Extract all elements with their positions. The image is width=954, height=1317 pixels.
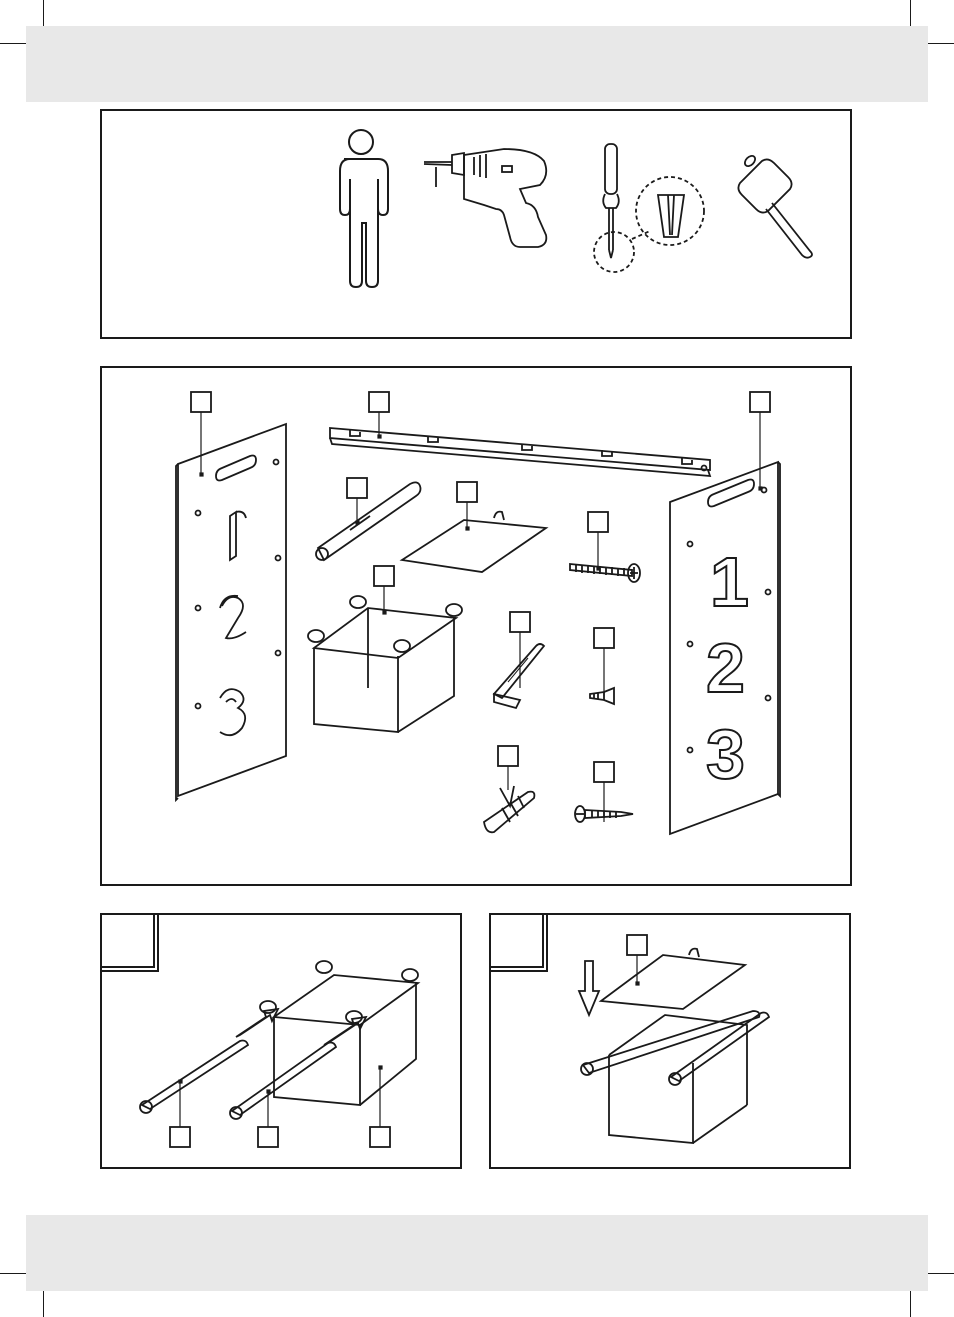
parts-panel: 1 2 3 bbox=[100, 366, 852, 886]
svg-text:1: 1 bbox=[710, 543, 749, 621]
wood-screw-icon bbox=[574, 805, 634, 823]
angle-bracket-icon bbox=[492, 643, 546, 710]
panel-number-3: 3 bbox=[705, 714, 746, 794]
part-label-box bbox=[169, 1126, 191, 1148]
base-board-icon bbox=[598, 947, 748, 1010]
short-screw-icon bbox=[589, 686, 615, 706]
step-number-frame bbox=[102, 915, 155, 968]
tools-panel bbox=[100, 109, 852, 339]
rod-icon bbox=[580, 1010, 761, 1076]
svg-text:2: 2 bbox=[706, 629, 745, 707]
fabric-box-icon bbox=[307, 595, 463, 733]
panel-number-1: 1 bbox=[709, 542, 750, 622]
step-a-panel bbox=[100, 913, 462, 1169]
down-arrow-icon bbox=[577, 960, 601, 1018]
phillips-screwdriver-icon bbox=[593, 143, 705, 273]
crop-mark bbox=[928, 43, 954, 44]
drill-icon bbox=[423, 148, 548, 248]
crop-mark bbox=[0, 43, 26, 44]
crop-mark bbox=[0, 1273, 26, 1274]
leader-lines bbox=[178, 1065, 383, 1127]
part-label-box bbox=[369, 1126, 391, 1148]
rod-icon bbox=[315, 481, 422, 562]
arrow-icon bbox=[235, 1007, 368, 1046]
part-label-box bbox=[257, 1126, 279, 1148]
crop-mark bbox=[928, 1273, 954, 1274]
crop-mark bbox=[910, 1291, 911, 1317]
rod-icon bbox=[139, 1039, 250, 1114]
hammer-icon bbox=[737, 155, 813, 259]
rod-icon bbox=[229, 1041, 338, 1120]
side-panel-numbered-icon bbox=[669, 460, 781, 836]
panel-number-2: 2 bbox=[705, 628, 746, 708]
step-b-panel bbox=[489, 913, 851, 1169]
wall-plug-icon bbox=[483, 785, 536, 834]
crop-mark bbox=[43, 0, 44, 26]
leader-lines bbox=[635, 955, 640, 986]
long-screw-icon bbox=[569, 563, 641, 583]
side-panel-icon bbox=[175, 422, 287, 803]
footer-band bbox=[26, 1215, 928, 1291]
rod-icon bbox=[668, 1011, 771, 1086]
person-icon bbox=[339, 129, 389, 289]
crossbar-icon bbox=[329, 427, 712, 478]
base-board-icon bbox=[399, 510, 549, 573]
header-band bbox=[26, 26, 928, 102]
crop-mark bbox=[43, 1291, 44, 1317]
part-label-box bbox=[626, 934, 648, 956]
crop-mark bbox=[910, 0, 911, 26]
svg-text:3: 3 bbox=[706, 715, 745, 793]
fabric-box-icon bbox=[259, 960, 421, 1106]
step-number-frame bbox=[491, 915, 544, 968]
fabric-box-icon bbox=[608, 1014, 748, 1144]
